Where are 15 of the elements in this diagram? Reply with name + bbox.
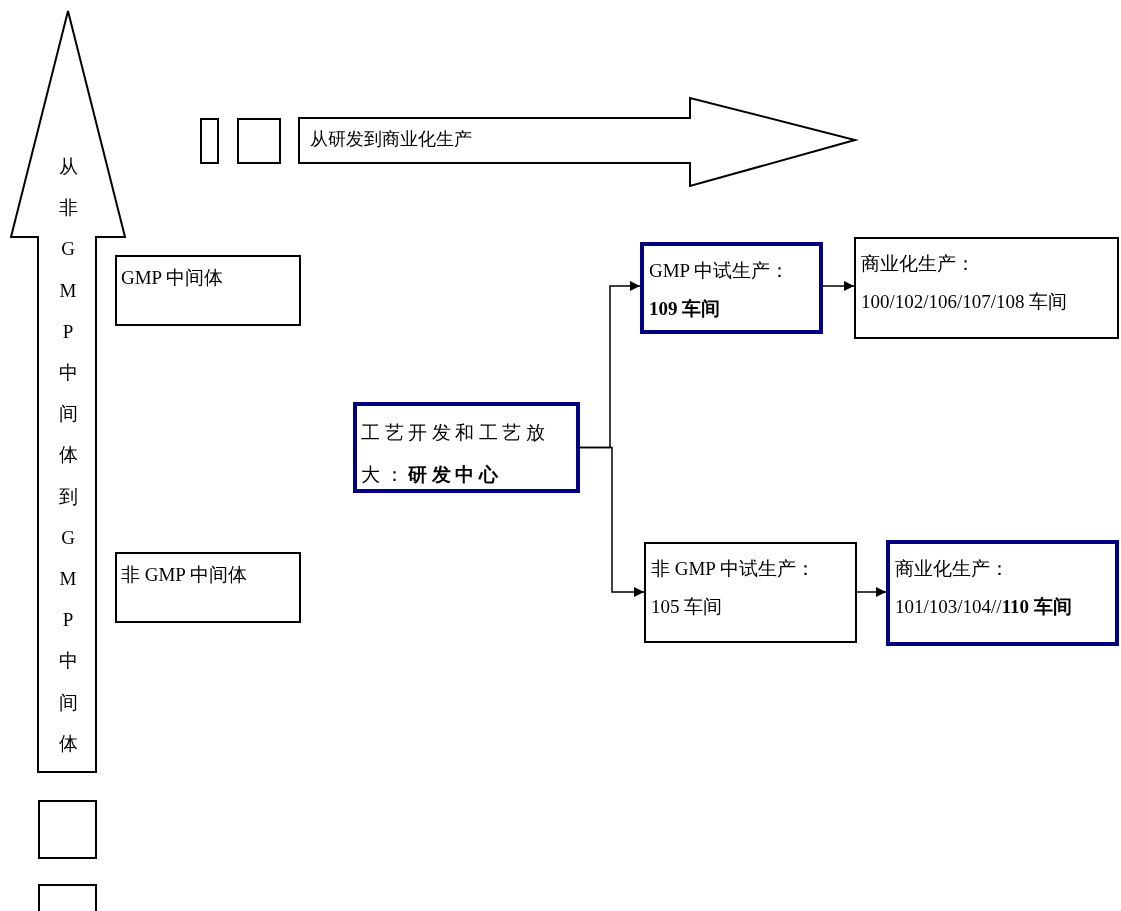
stage-box: 非 GMP 中试生产：105 车间 xyxy=(644,542,857,643)
arrow-label: 从非GMP中间体到GMP中间体 xyxy=(57,155,79,756)
arrow xyxy=(579,446,645,597)
empty-box xyxy=(200,118,219,164)
stage-box: GMP 中间体 xyxy=(115,255,301,326)
stage-box: 非 GMP 中间体 xyxy=(115,552,301,623)
arrow-label: 从研发到商业化生产 xyxy=(310,127,472,151)
stage-box: GMP 中试生产：109 车间 xyxy=(640,242,823,334)
empty-box xyxy=(38,800,97,859)
stage-box: 商业化生产：100/102/106/107/108 车间 xyxy=(854,237,1119,339)
arrow xyxy=(822,281,855,291)
empty-box xyxy=(237,118,281,164)
arrow xyxy=(856,587,887,597)
stage-box: 商业化生产：101/103/104//110 车间 xyxy=(886,540,1119,646)
stage-box: 工艺开发和工艺放大：研发中心 xyxy=(353,402,580,493)
